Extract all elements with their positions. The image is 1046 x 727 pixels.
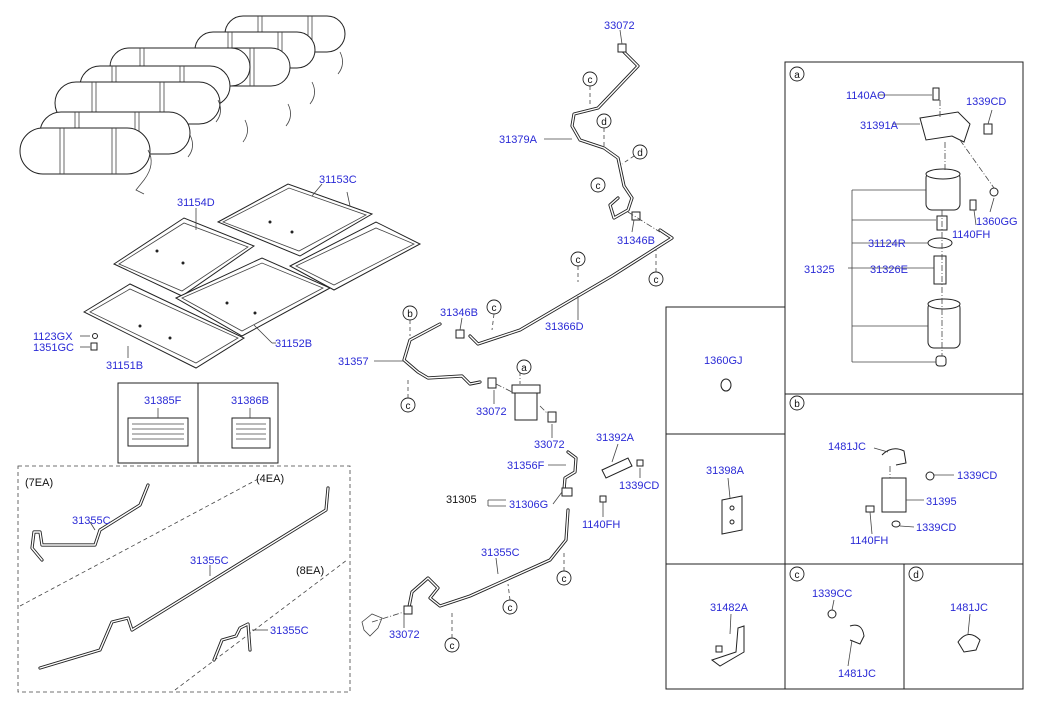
section-c-marker: c [795, 570, 800, 581]
part-label-31152b[interactable]: 31152B [275, 338, 312, 350]
part-label-31482a[interactable]: 31482A [710, 602, 749, 614]
part-label-31151b[interactable]: 31151B [106, 360, 143, 372]
pipe-callouts: c d d c c c c b c a c c c [400, 71, 664, 653]
part-label-31305[interactable]: 31305 [446, 494, 477, 506]
detail-grid: a b c d [665, 61, 1024, 690]
cng-tank-group [19, 15, 346, 195]
floor-panels [82, 183, 422, 369]
section-d-marker: d [913, 570, 919, 581]
section-b-marker: b [794, 399, 800, 410]
callout-c: c [576, 255, 581, 266]
part-label-31356f[interactable]: 31356F [507, 460, 545, 472]
part-label-1123gx[interactable]: 1123GX [33, 331, 73, 343]
callout-c: c [596, 181, 601, 192]
callout-d: d [601, 117, 607, 128]
label-sticker-box [117, 382, 279, 464]
callout-c: c [654, 275, 659, 286]
section-a-marker: a [794, 70, 800, 81]
part-label-1360gg[interactable]: 1360GG [976, 216, 1018, 228]
part-label-31124r[interactable]: 31124R [868, 238, 906, 250]
part-label-31326e[interactable]: 31326E [870, 264, 908, 276]
part-label-1339cd[interactable]: 1339CD [619, 480, 659, 492]
part-label-33072[interactable]: 33072 [476, 406, 507, 418]
part-label-1481jc[interactable]: 1481JC [838, 668, 876, 680]
callout-c: c [492, 303, 497, 314]
part-label-1140fh[interactable]: 1140FH [952, 229, 990, 241]
part-label-31366d[interactable]: 31366D [545, 321, 584, 333]
part-label-31306g[interactable]: 31306G [509, 499, 548, 511]
part-label-31379a[interactable]: 31379A [499, 134, 538, 146]
part-label-1339cd[interactable]: 1339CD [916, 522, 956, 534]
pipe-kit-box [17, 465, 351, 693]
part-label-31325[interactable]: 31325 [804, 264, 835, 276]
callout-c: c [406, 401, 411, 412]
part-label-31355c[interactable]: 31355C [190, 555, 229, 567]
part-label-31391a[interactable]: 31391A [860, 120, 899, 132]
part-label-31392a[interactable]: 31392A [596, 432, 635, 444]
panel-leaders [80, 183, 323, 358]
callout-c: c [562, 574, 567, 585]
callout-a: a [521, 363, 527, 374]
part-label-31346b[interactable]: 31346B [440, 307, 478, 319]
part-label-1360gj[interactable]: 1360GJ [704, 355, 743, 367]
part-label-31153c[interactable]: 31153C [319, 174, 357, 186]
part-label-1481jc[interactable]: 1481JC [828, 441, 866, 453]
part-label-31346b[interactable]: 31346B [617, 235, 655, 247]
callout-c: c [588, 75, 593, 86]
qty-8ea: (8EA) [296, 565, 324, 577]
part-label-1339cc[interactable]: 1339CC [812, 588, 852, 600]
part-label-1140fh[interactable]: 1140FH [850, 535, 888, 547]
callout-b: b [407, 309, 413, 320]
part-label-31355c[interactable]: 31355C [481, 547, 520, 559]
part-label-31386b[interactable]: 31386B [231, 395, 269, 407]
part-label-31355c[interactable]: 31355C [270, 625, 309, 637]
callout-c: c [450, 641, 455, 652]
main-piping [346, 29, 674, 637]
part-label-31385f[interactable]: 31385F [144, 395, 182, 407]
part-label-1339cd[interactable]: 1339CD [966, 96, 1006, 108]
callout-c: c [508, 603, 513, 614]
part-label-1339cd[interactable]: 1339CD [957, 470, 997, 482]
part-label-1140fh[interactable]: 1140FH [582, 519, 620, 531]
part-label-1481jc[interactable]: 1481JC [950, 602, 988, 614]
part-label-33072[interactable]: 33072 [604, 20, 635, 32]
part-label-31355c[interactable]: 31355C [72, 515, 111, 527]
part-label-1351gc[interactable]: 1351GC [33, 342, 74, 354]
qty-4ea: (4EA) [256, 473, 284, 485]
part-label-33072[interactable]: 33072 [534, 439, 565, 451]
part-label-31395[interactable]: 31395 [926, 496, 957, 508]
part-label-1140ao[interactable]: 1140AO [846, 90, 886, 102]
callout-d: d [637, 148, 643, 159]
part-label-33072[interactable]: 33072 [389, 629, 420, 641]
qty-7ea: (7EA) [25, 477, 53, 489]
part-label-31154d[interactable]: 31154D [177, 197, 215, 209]
part-labels: 33072 31379A 31153C 31154D 31346B 31366D… [25, 20, 1018, 680]
part-label-31357[interactable]: 31357 [338, 356, 369, 368]
part-label-31398a[interactable]: 31398A [706, 465, 745, 477]
